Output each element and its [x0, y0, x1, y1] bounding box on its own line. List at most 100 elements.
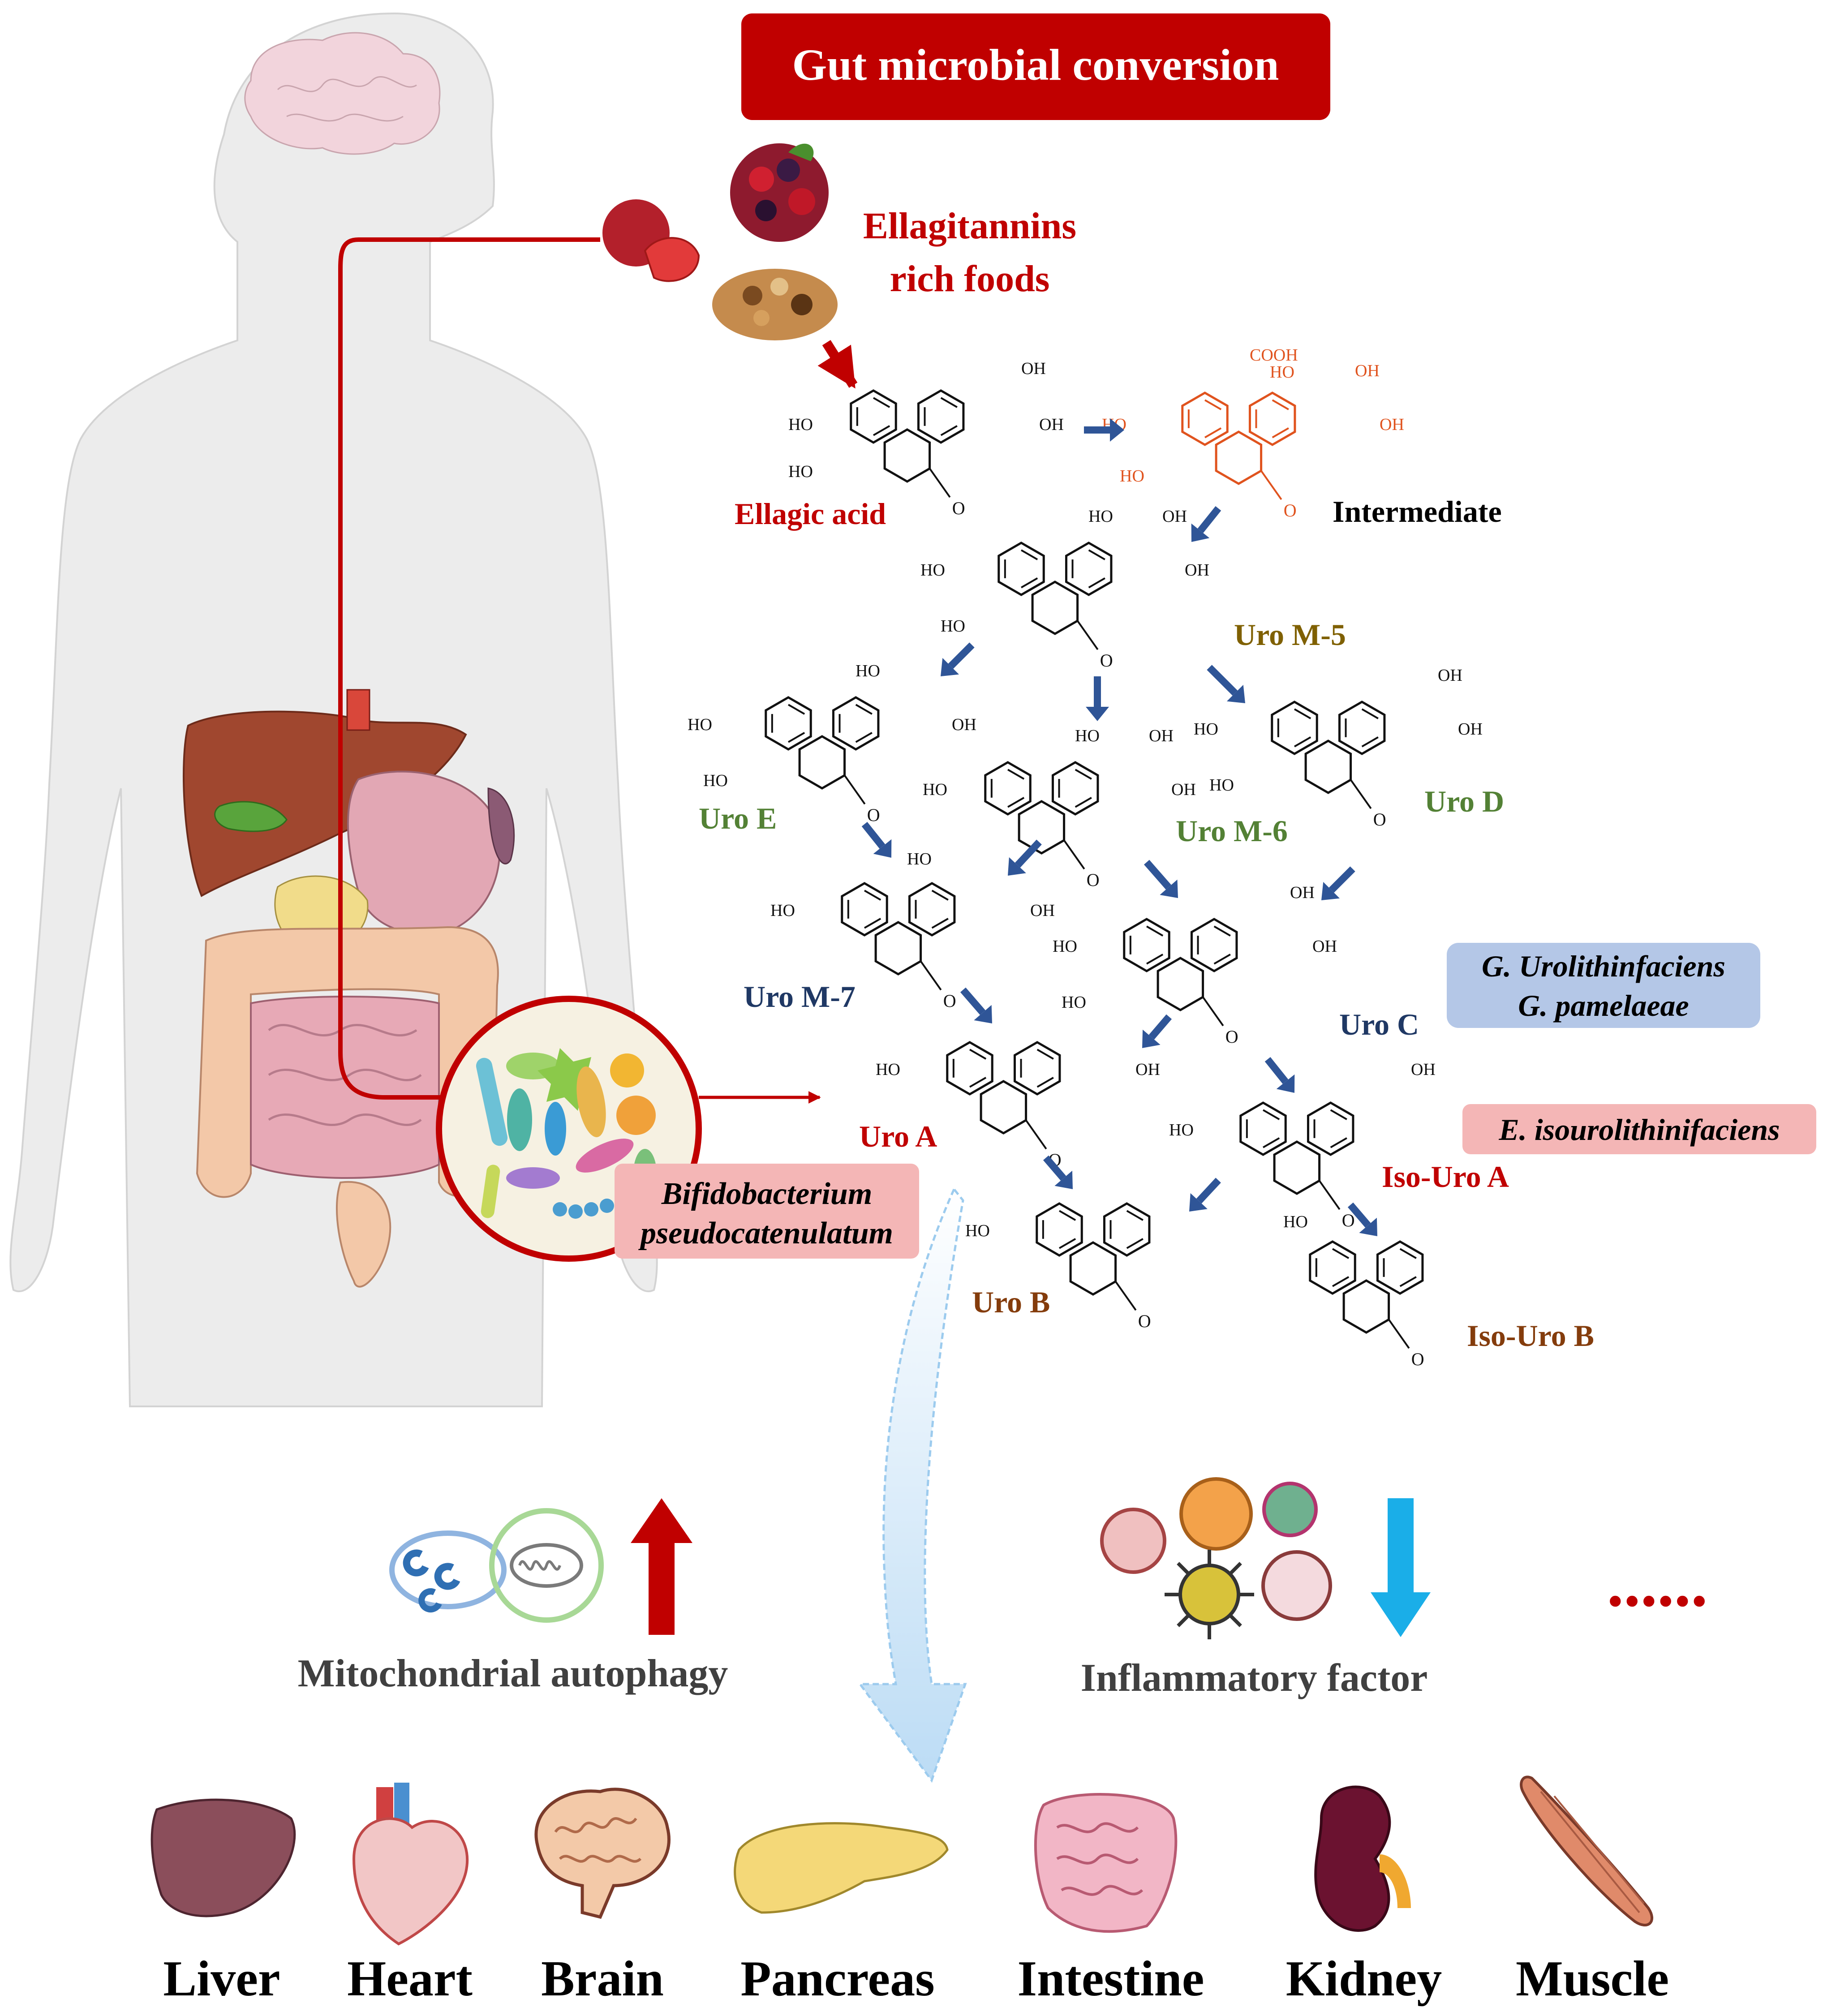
- struct-iso-uro-b: O HO: [1283, 1212, 1424, 1369]
- foods-to-ellagic-arrow: [817, 340, 858, 389]
- struct-uro-b-carbonyl-o: O: [1138, 1311, 1151, 1331]
- organ-label-intestine: Intestine: [1018, 1951, 1204, 2007]
- struct-uro-e-substituent: HO: [703, 771, 728, 790]
- foods-illustration: [602, 143, 838, 340]
- struct-uro-m5-substituent: HO: [941, 617, 965, 636]
- organ-brain-icon: [534, 1788, 671, 1919]
- conversion-arrows: [861, 418, 1377, 1236]
- foods-label-line2: rich foods: [890, 258, 1050, 300]
- struct-ellagic-acid-substituent: HO: [788, 462, 813, 481]
- struct-iso-uro-a: O HO OH: [1169, 1060, 1436, 1230]
- ellagibacter-box: E. isourolithinifaciens: [1462, 1104, 1816, 1154]
- struct-intermediate-substituent: OH: [1380, 415, 1404, 434]
- organ-label-pancreas: Pancreas: [740, 1951, 934, 2007]
- arrow-m6-to-c: [1144, 860, 1178, 898]
- struct-uro-d-substituent: OH: [1438, 666, 1462, 685]
- struct-ellagic-acid-substituent: HO: [788, 415, 813, 434]
- arrow-m7-to-a: [960, 987, 992, 1023]
- struct-uro-m6-substituent: HO: [1075, 726, 1100, 745]
- struct-uro-a-substituent: HO: [876, 1060, 900, 1079]
- gordonibacter-box: G. Urolithinfaciens G. pamelaeae: [1447, 943, 1760, 1028]
- iso-uro-a-label: Iso-Uro A: [1382, 1160, 1509, 1194]
- struct-uro-c-substituent: HO: [1062, 993, 1086, 1012]
- uro-m7-label: Uro M-7: [744, 980, 856, 1014]
- struct-uro-m7-substituent: HO: [770, 901, 795, 920]
- organ-label-kidney: Kidney: [1286, 1951, 1442, 2007]
- struct-uro-c-substituent: HO: [1053, 937, 1077, 956]
- intermediate-label: Intermediate: [1333, 494, 1502, 529]
- struct-uro-e-substituent: OH: [952, 715, 976, 734]
- organ-heart-icon: [352, 1783, 469, 1946]
- organ-liver-icon: [150, 1798, 296, 1917]
- struct-intermediate-substituent: HO: [1270, 363, 1294, 382]
- struct-intermediate-carbonyl-o: O: [1284, 500, 1297, 520]
- arrow-e-to-m7: [861, 822, 892, 858]
- mitochondrial-autophagy-label: Mitochondrial autophagy: [298, 1652, 728, 1695]
- struct-uro-m5-substituent: HO: [920, 561, 945, 580]
- struct-uro-m5-carbonyl-o: O: [1100, 650, 1113, 671]
- arrow-m5-to-e: [941, 642, 975, 676]
- foods-label-line1: Ellagitannins: [863, 205, 1076, 247]
- arrow-ellagic-to-intermediate: [1084, 418, 1124, 442]
- struct-uro-m5-substituent: HO: [1088, 507, 1113, 526]
- gordonibacter-line1: G. Urolithinfaciens: [1482, 949, 1725, 983]
- ellipsis-more: ......: [1607, 1546, 1708, 1621]
- struct-uro-m6-carbonyl-o: O: [1087, 870, 1100, 890]
- body-gallbladder: [214, 801, 288, 832]
- struct-uro-a-substituent: OH: [1135, 1060, 1160, 1079]
- ellagic-acid-label: Ellagic acid: [735, 497, 886, 531]
- uro-e-label: Uro E: [699, 801, 777, 835]
- gordonibacter-line2: G. pamelaeae: [1518, 989, 1689, 1023]
- struct-uro-m7-substituent: HO: [907, 850, 932, 868]
- struct-ellagic-acid-carbonyl-o: O: [952, 498, 965, 518]
- page-title: Gut microbial conversion: [792, 40, 1279, 90]
- arrow-m5-to-m6: [1086, 676, 1109, 721]
- body-stomach: [347, 770, 501, 935]
- struct-uro-b-substituent: HO: [965, 1221, 990, 1240]
- struct-iso-uro-b-substituent: HO: [1283, 1212, 1308, 1231]
- struct-ellagic-acid-substituent: OH: [1039, 415, 1064, 434]
- struct-intermediate-substituent: HO: [1120, 467, 1144, 486]
- organ-label-liver: Liver: [163, 1951, 280, 2007]
- arrow-c-to-isoa: [1264, 1057, 1295, 1093]
- struct-intermediate-substituent: COOH: [1250, 346, 1298, 365]
- bifido-label-line1: Bifidobacterium: [661, 1177, 873, 1211]
- struct-uro-m6-substituent: HO: [923, 780, 947, 799]
- inflammatory-factor-label: Inflammatory factor: [1081, 1656, 1428, 1700]
- body-esophagus: [346, 689, 370, 731]
- uro-d-label: Uro D: [1424, 784, 1504, 818]
- uro-c-label: Uro C: [1339, 1007, 1419, 1041]
- struct-uro-c-substituent: OH: [1290, 883, 1315, 902]
- uro-m6-label: Uro M-6: [1176, 814, 1288, 848]
- organ-intestine-icon: [1034, 1793, 1178, 1933]
- struct-uro-d-substituent: HO: [1194, 720, 1218, 739]
- arrow-isoa-to-b: [1189, 1178, 1221, 1212]
- struct-iso-uro-a-substituent: HO: [1169, 1121, 1194, 1139]
- digestive-organs: [183, 689, 515, 1288]
- struct-uro-b: O HO: [965, 1202, 1151, 1331]
- struct-ellagic-acid-substituent: OH: [1021, 359, 1046, 378]
- inflammatory-cells-icon: [1100, 1477, 1332, 1639]
- mitophagy-icon: [389, 1508, 604, 1623]
- struct-uro-m5-substituent: OH: [1162, 507, 1187, 526]
- brain-in-head: [244, 32, 441, 155]
- title-banner: Gut microbial conversion: [741, 13, 1330, 120]
- distribution-arrow: [858, 1187, 967, 1783]
- struct-iso-uro-a-substituent: OH: [1411, 1060, 1436, 1079]
- struct-uro-m6-substituent: OH: [1149, 726, 1174, 745]
- struct-uro-m7-substituent: OH: [1030, 901, 1055, 920]
- bifidobacterium-box: Bifidobacterium pseudocatenulatum: [615, 1164, 919, 1259]
- bifido-label-line2: pseudocatenulatum: [638, 1216, 893, 1251]
- body-spleen: [487, 787, 515, 864]
- struct-iso-uro-a-carbonyl-o: O: [1342, 1210, 1355, 1230]
- organ-kidney-icon: [1314, 1785, 1411, 1932]
- up-arrow: [631, 1498, 692, 1635]
